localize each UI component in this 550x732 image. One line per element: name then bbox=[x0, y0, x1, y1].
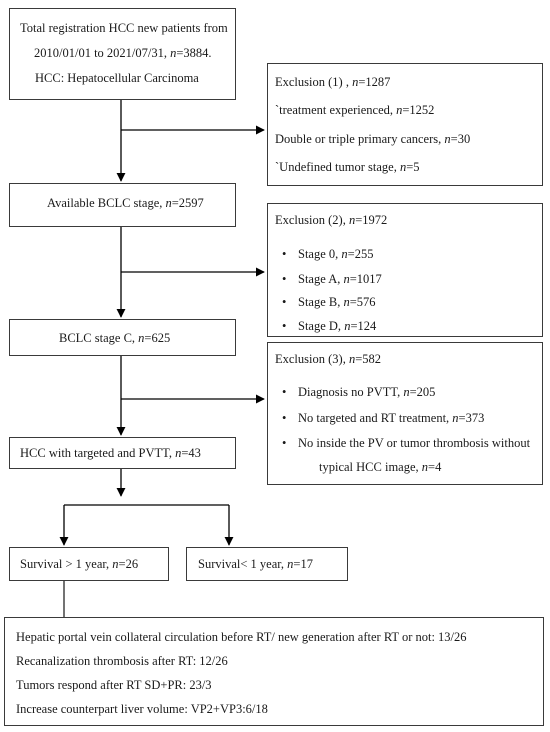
exclusion1-box bbox=[267, 63, 543, 186]
exclusion2-box bbox=[267, 203, 543, 337]
total-line2: 2010/01/01 to 2021/07/31, n=3884. bbox=[34, 46, 212, 60]
exclusion1-item: `Undefined tumor stage, n=5 bbox=[275, 160, 420, 174]
hcc-targeted-label: HCC with targeted and PVTT, n=43 bbox=[20, 446, 201, 460]
total-line3: HCC: Hepatocellular Carcinoma bbox=[35, 71, 199, 85]
exclusion3-title: Exclusion (3), n=582 bbox=[275, 352, 382, 366]
exclusion3-item: No inside the PV or tumor thrombosis wit… bbox=[298, 436, 531, 450]
exclusion2-item: • bbox=[282, 319, 287, 333]
exclusion2-item: • bbox=[282, 247, 287, 261]
exclusion3-item: • bbox=[282, 411, 287, 425]
survival-gt-1y-label: Survival > 1 year, n=26 bbox=[20, 557, 139, 571]
available-bclc-label: Available BCLC stage, n=2597 bbox=[47, 196, 204, 210]
total-registration-box bbox=[9, 8, 236, 100]
exclusion3-item: • bbox=[282, 436, 287, 450]
exclusion2-item: • bbox=[282, 295, 287, 309]
exclusion1-item: Double or triple primary cancers, n=30 bbox=[275, 132, 471, 146]
bclc-stage-c-box bbox=[9, 319, 236, 356]
survival-lt-1y-box bbox=[186, 547, 348, 581]
outcome-line: Hepatic portal vein collateral circulati… bbox=[16, 630, 467, 644]
exclusion1-title: Exclusion (1) , n=1287 bbox=[275, 75, 391, 89]
exclusion2-item: Stage A, n=1017 bbox=[298, 272, 382, 286]
outcome-line: Tumors respond after RT SD+PR: 23/3 bbox=[16, 678, 212, 692]
exclusion2-item: Stage D, n=124 bbox=[298, 319, 377, 333]
outcome-line: Recanalization thrombosis after RT: 12/2… bbox=[16, 654, 228, 668]
exclusion3-item: • bbox=[282, 385, 287, 399]
outcome-line: Increase counterpart liver volume: VP2+V… bbox=[16, 702, 268, 716]
exclusion3-box bbox=[267, 342, 543, 485]
bclc-stage-c-label: BCLC stage C, n=625 bbox=[59, 331, 171, 345]
exclusion3-item: No targeted and RT treatment, n=373 bbox=[298, 411, 485, 425]
available-bclc-box bbox=[9, 183, 236, 227]
exclusion2-item: Stage 0, n=255 bbox=[298, 247, 374, 261]
hcc-targeted-box bbox=[9, 437, 236, 469]
survival-lt-1y-label: Survival< 1 year, n=17 bbox=[198, 557, 313, 571]
exclusion2-title: Exclusion (2), n=1972 bbox=[275, 213, 388, 227]
exclusion3-item-continuation: typical HCC image, n=4 bbox=[319, 460, 442, 474]
total-line1: Total registration HCC new patients from bbox=[20, 21, 228, 35]
exclusion2-item: Stage B, n=576 bbox=[298, 295, 376, 309]
survival-gt-1y-box bbox=[9, 547, 169, 581]
exclusion2-item: • bbox=[282, 272, 287, 286]
exclusion3-item: Diagnosis no PVTT, n=205 bbox=[298, 385, 436, 399]
outcomes-box bbox=[4, 617, 544, 726]
exclusion1-item: `treatment experienced, n=1252 bbox=[275, 103, 435, 117]
